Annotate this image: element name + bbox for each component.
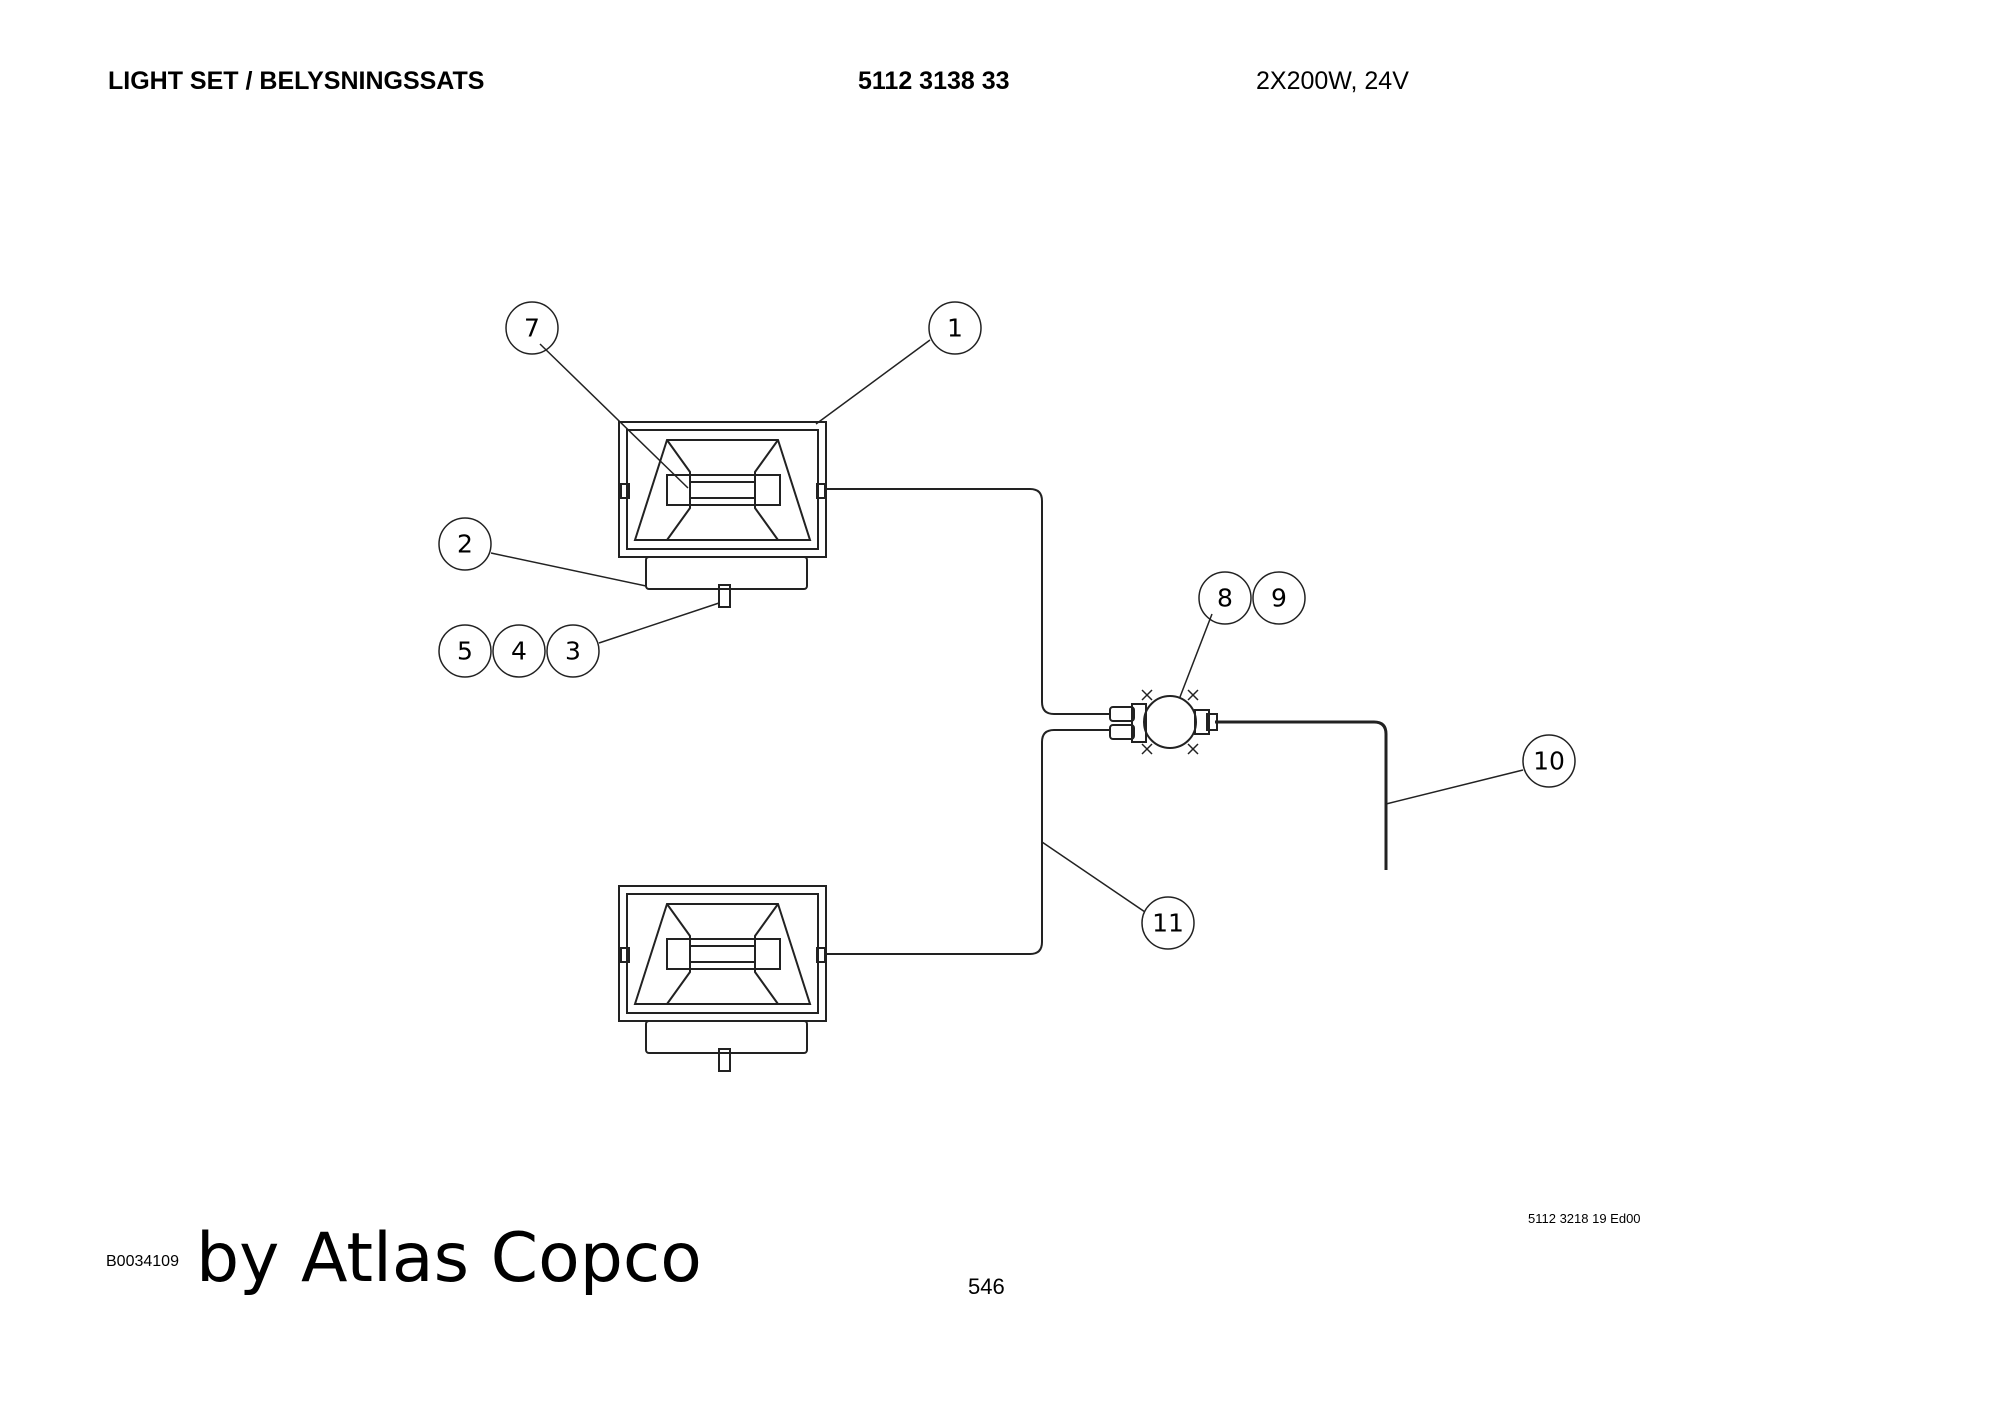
page-title: LIGHT SET / BELYSNINGSSATS xyxy=(108,67,485,95)
callout-8: 8 xyxy=(1217,584,1233,613)
leader-lines xyxy=(490,339,1524,913)
callout-4: 4 xyxy=(511,637,527,666)
document-reference: 5112 3218 19 Ed00 xyxy=(1528,1211,1641,1226)
callout-3: 3 xyxy=(565,637,581,666)
floodlight-bottom xyxy=(618,885,827,1072)
callout-10: 10 xyxy=(1533,747,1565,776)
floodlight-top xyxy=(618,421,827,608)
callout-1: 1 xyxy=(947,314,963,343)
brand-text: by Atlas Copco xyxy=(196,1219,702,1298)
spec-text: 2X200W, 24V xyxy=(1256,67,1409,95)
part-number: 5112 3138 33 xyxy=(858,67,1010,95)
figure-id: B0034109 xyxy=(106,1253,179,1270)
callout-7: 7 xyxy=(524,314,540,343)
junction-box xyxy=(1109,689,1218,755)
callout-2: 2 xyxy=(457,530,473,559)
callout-11: 11 xyxy=(1152,909,1184,938)
cable-bottom-lamp xyxy=(826,729,1110,955)
callout-9: 9 xyxy=(1271,584,1287,613)
cable-supply xyxy=(1215,720,1388,870)
cable-top-lamp xyxy=(826,488,1110,715)
callout-5: 5 xyxy=(457,637,473,666)
page-number: 546 xyxy=(968,1274,1005,1299)
